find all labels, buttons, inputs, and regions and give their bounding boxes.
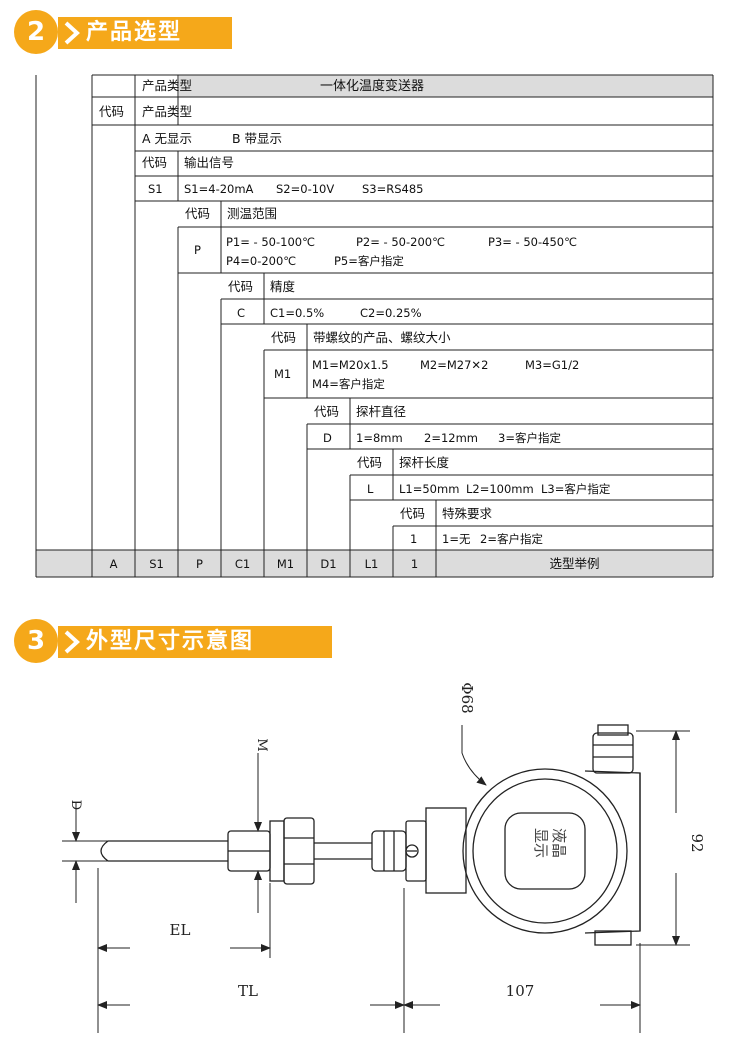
code-label-7: 代码 bbox=[357, 455, 383, 470]
code-label-3: 代码 bbox=[185, 206, 211, 221]
thread-m2: M2=M27✕2 bbox=[420, 358, 489, 372]
length-code: L bbox=[367, 482, 374, 496]
dim-107-label: 107 bbox=[506, 982, 535, 1000]
dim-m-label: M bbox=[254, 738, 269, 751]
special-2: 2=客户指定 bbox=[480, 532, 543, 546]
example-cell-4: C1 bbox=[234, 557, 251, 571]
output-s3: S3=RS485 bbox=[362, 182, 424, 196]
header-number-badge bbox=[14, 619, 58, 663]
example-cell-5: M1 bbox=[276, 557, 295, 571]
example-cell-7: L1 bbox=[364, 557, 379, 571]
header-band bbox=[58, 626, 332, 658]
display-window bbox=[504, 812, 586, 890]
output-code: S1 bbox=[148, 182, 163, 196]
accuracy-c2: C2=0.25% bbox=[360, 306, 422, 320]
thread-m4: M4=客户指定 bbox=[312, 377, 385, 391]
chevron-right-icon bbox=[64, 630, 80, 654]
code-label-6: 代码 bbox=[314, 404, 340, 419]
diameter-1: 1=8mm bbox=[356, 431, 403, 445]
code-label-1: 代码 bbox=[99, 104, 125, 119]
code-label-2: 代码 bbox=[142, 155, 168, 170]
length-l1: L1=50mm bbox=[399, 482, 460, 496]
special-label: 特殊要求 bbox=[442, 506, 493, 521]
display-option-a: A 无显示 bbox=[142, 131, 193, 146]
range-p3: P3= - 50-450℃ bbox=[488, 235, 577, 249]
special-1: 1=无 bbox=[442, 532, 471, 546]
length-label: 探杆长度 bbox=[399, 455, 450, 470]
example-cell-2: S1 bbox=[149, 557, 164, 571]
dim-el-label: EL bbox=[170, 921, 191, 939]
top-gland bbox=[592, 732, 634, 774]
side-gland bbox=[371, 830, 407, 872]
range-label: 测温范围 bbox=[227, 206, 278, 221]
housing-side bbox=[584, 770, 641, 934]
example-cell-1: A bbox=[109, 557, 118, 571]
diameter-label: 探杆直径 bbox=[356, 404, 407, 419]
output-label: 输出信号 bbox=[184, 155, 235, 170]
dim-92-label: 92 bbox=[688, 833, 706, 852]
thread-m3: M3=G1/2 bbox=[525, 358, 580, 372]
range-p5: P5=客户指定 bbox=[334, 254, 404, 268]
thread-m1: M1=M20x1.5 bbox=[312, 358, 389, 372]
bottom-foot bbox=[594, 930, 632, 946]
output-s1: S1=4-20mA bbox=[184, 182, 254, 196]
accuracy-label: 精度 bbox=[270, 279, 296, 294]
example-row bbox=[36, 550, 713, 577]
thread-label: 带螺纹的产品、螺纹大小 bbox=[313, 330, 451, 345]
special-code: 1 bbox=[410, 532, 418, 546]
dim-phi-label: Φ68 bbox=[458, 682, 476, 713]
product-name-cell bbox=[179, 75, 713, 97]
header-band bbox=[58, 17, 232, 49]
code-label-4: 代码 bbox=[228, 279, 254, 294]
housing-circle bbox=[462, 768, 628, 934]
example-cell-6: D1 bbox=[320, 557, 337, 571]
selection-table: 产品类型 一体化温度变送器 代码 产品类型 A 无显示 B 带显示 代码 输出信… bbox=[35, 74, 714, 578]
hex-nut bbox=[283, 817, 315, 885]
top-product-name: 一体化温度变送器 bbox=[320, 79, 425, 94]
display-text-1: 液晶 bbox=[550, 828, 568, 858]
length-l2: L2=100mm bbox=[466, 482, 534, 496]
section-number: 2 bbox=[26, 17, 46, 47]
range-code: P bbox=[194, 243, 201, 257]
dimension-drawing: Φ68 M D EL TL 107 92 液晶 显示 bbox=[62, 682, 706, 1033]
code-label-5: 代码 bbox=[271, 330, 297, 345]
top-product-type-label: 产品类型 bbox=[142, 78, 193, 93]
accuracy-code: C bbox=[237, 306, 246, 320]
dim-d-label: D bbox=[68, 800, 83, 810]
probe-tip bbox=[100, 840, 109, 862]
probe-rod bbox=[108, 840, 228, 862]
section-title: 外型尺寸示意图 bbox=[86, 629, 255, 654]
thread-code: M1 bbox=[274, 367, 292, 381]
length-l3: L3=客户指定 bbox=[541, 482, 611, 496]
diameter-code: D bbox=[323, 431, 332, 445]
example-label: 选型举例 bbox=[549, 556, 600, 571]
diameter-3: 3=客户指定 bbox=[498, 431, 561, 445]
product-type-label: 产品类型 bbox=[142, 104, 193, 119]
range-p4: P4=0-200℃ bbox=[226, 254, 297, 268]
display-option-b: B 带显示 bbox=[232, 131, 283, 146]
header-number-badge bbox=[14, 10, 58, 54]
nut-washer bbox=[269, 820, 285, 882]
display-text-2: 显示 bbox=[532, 828, 550, 858]
code-label-8: 代码 bbox=[400, 506, 426, 521]
dim-tl-label: TL bbox=[238, 982, 258, 1000]
table-grid bbox=[35, 74, 714, 578]
section-title: 产品选型 bbox=[86, 20, 183, 45]
example-cell-3: P bbox=[196, 557, 203, 571]
example-cell-8: 1 bbox=[410, 557, 419, 571]
range-p1: P1= - 50-100℃ bbox=[226, 235, 315, 249]
range-p2: P2= - 50-200℃ bbox=[356, 235, 445, 249]
output-s2: S2=0-10V bbox=[276, 182, 335, 196]
chevron-right-icon bbox=[64, 21, 80, 45]
diameter-2: 2=12mm bbox=[424, 431, 478, 445]
section-number: 3 bbox=[26, 626, 46, 656]
neck bbox=[425, 807, 467, 894]
accuracy-c1: C1=0.5% bbox=[270, 306, 325, 320]
